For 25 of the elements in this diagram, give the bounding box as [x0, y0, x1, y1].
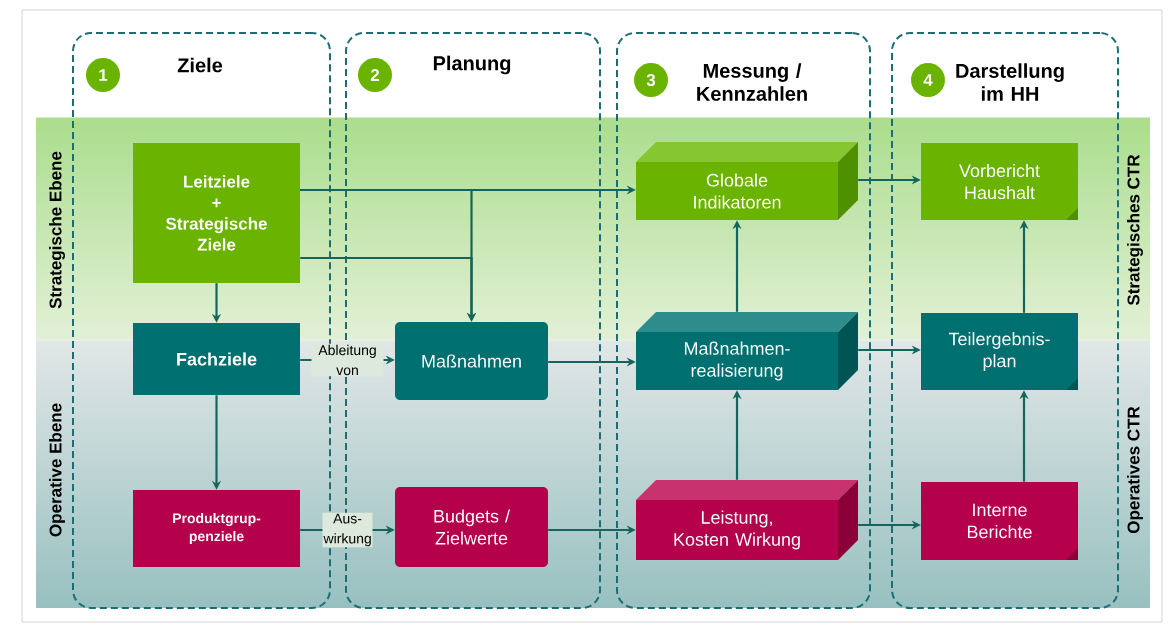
- cuboid-box: Globale Indikatoren: [636, 142, 858, 220]
- side-label: Operative Ebene: [49, 403, 65, 537]
- column-heading: Planung: [433, 55, 511, 75]
- scroll-box: Maßnahmen: [395, 322, 548, 400]
- column-heading: Messung / Kennzahlen: [697, 63, 807, 101]
- side-label: Strategisches CTR: [1127, 154, 1143, 306]
- cuboid-box: Leistung, Kosten Wirkung: [636, 480, 858, 560]
- document-box: Vorbericht Haushalt: [921, 143, 1078, 220]
- edge-label: Ableitung von: [311, 343, 384, 377]
- number-badge: 4: [911, 63, 945, 97]
- column-heading: Darstellung im HH: [956, 63, 1064, 101]
- number-badge: 1: [86, 58, 120, 92]
- side-label: Strategische Ebene: [49, 151, 65, 309]
- document-box: Interne Berichte: [921, 482, 1078, 560]
- process-box: Leitziele + Strategische Ziele: [133, 143, 300, 283]
- process-box: Fachziele: [133, 323, 300, 395]
- number-badge: 2: [358, 58, 392, 92]
- edge-label: Aus-wirkung: [322, 512, 373, 548]
- column-heading: Ziele: [177, 57, 223, 73]
- process-box: Produktgrup-penziele: [133, 490, 300, 567]
- number-badge: 3: [634, 63, 668, 97]
- side-label: Operatives CTR: [1127, 406, 1143, 534]
- cuboid-box: Maßnahmen-realisierung: [636, 312, 858, 390]
- document-box: Teilergebnis-plan: [921, 313, 1078, 390]
- scroll-box: Budgets / Zielwerte: [395, 487, 548, 567]
